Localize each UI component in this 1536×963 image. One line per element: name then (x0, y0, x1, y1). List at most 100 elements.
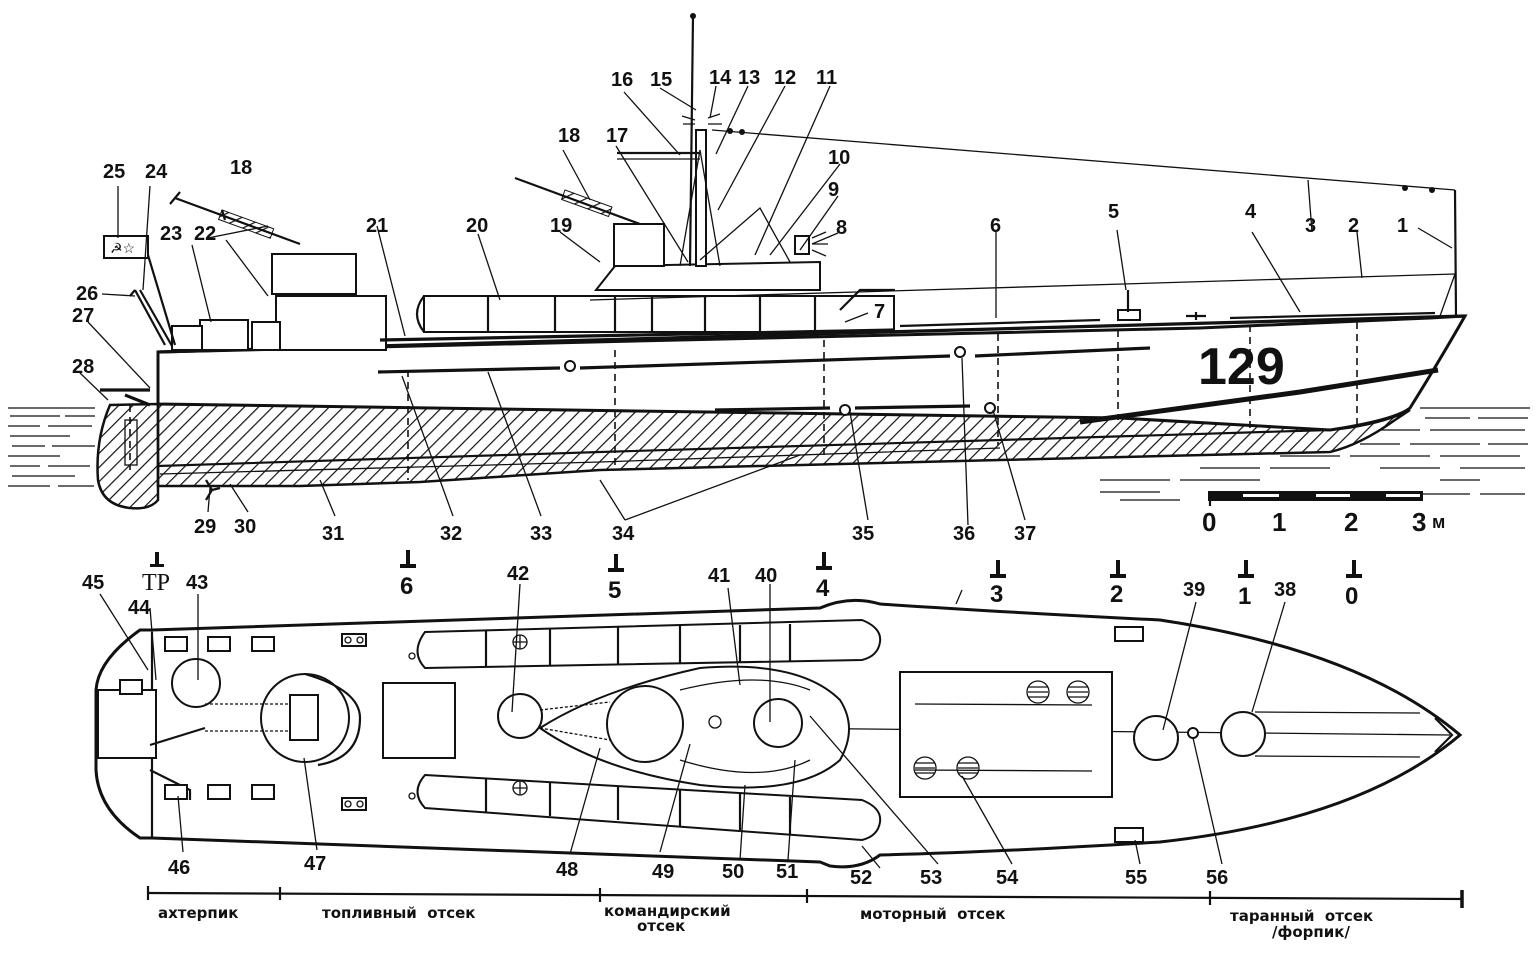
callout-50: 50 (722, 861, 744, 883)
callout-28: 28 (72, 356, 94, 378)
frame-marker-2: 2 (1110, 560, 1126, 608)
callout-48: 48 (556, 859, 578, 881)
flag (103, 235, 149, 259)
flagstaff (143, 244, 177, 346)
callout-4: 4 (1245, 201, 1257, 223)
antenna-wire (711, 129, 1456, 191)
callout-25: 25 (103, 161, 125, 183)
callout-10: 10 (828, 147, 850, 169)
jackstaff (1453, 189, 1458, 317)
ventilator-56 (1187, 727, 1199, 739)
aft-gun-mount (271, 253, 357, 295)
callout-43: 43 (186, 572, 208, 594)
callout-20: 20 (466, 215, 488, 237)
callout-56: 56 (1206, 867, 1228, 889)
frame-marker-6: 6 (400, 550, 416, 600)
hatch-42 (497, 693, 543, 739)
fwd-turret (606, 685, 684, 763)
side-view: 129 ☭☆ (96, 13, 1468, 510)
frame-marker-tr: ТР (142, 552, 170, 596)
callout-3: 3 (1305, 215, 1316, 237)
svg-text:3: 3 (990, 581, 1003, 608)
propeller (205, 479, 221, 501)
frame-marker-4: 4 (816, 552, 832, 602)
svg-text:2: 2 (1110, 581, 1123, 608)
callout-34: 34 (612, 523, 635, 545)
torpedo-side (423, 295, 895, 333)
hatch-40 (753, 698, 803, 748)
radio-mast (688, 14, 695, 267)
callout-54: 54 (996, 867, 1019, 889)
plan-view (94, 598, 1463, 869)
callout-51: 51 (776, 861, 798, 883)
scale-unit: м (1432, 512, 1445, 532)
compartment-fuel: топливный отсек (322, 904, 475, 922)
callout-5: 5 (1108, 201, 1119, 223)
callout-15: 15 (650, 69, 672, 91)
callout-52: 52 (850, 867, 872, 889)
svg-text:5: 5 (608, 577, 621, 604)
callout-19: 19 (550, 215, 572, 237)
torpedo-tube-starboard (408, 773, 882, 842)
callout-24: 24 (145, 161, 168, 183)
callout-45: 45 (82, 572, 104, 594)
callout-12: 12 (774, 67, 796, 89)
callout-26: 26 (76, 283, 98, 305)
scale-tick-0: 0 (1202, 507, 1216, 537)
callout-36: 36 (953, 523, 975, 545)
callout-40: 40 (755, 565, 777, 587)
callout-11: 11 (816, 67, 837, 89)
compartment-aft-peak: ахтерпик (158, 904, 238, 922)
compartment-command-line2: отсек (637, 917, 685, 935)
callout-47: 47 (304, 853, 326, 875)
compartment-bar: ахтерпик топливный отсек командирский от… (146, 886, 1464, 941)
callout-9: 9 (828, 179, 839, 201)
hull-number: 129 (1198, 338, 1285, 396)
callout-29: 29 (194, 516, 216, 538)
scale-tick-3: 3 (1412, 507, 1426, 537)
callout-33: 33 (530, 523, 552, 545)
frame-marker-1: 1 (1238, 560, 1254, 610)
water-surface (8, 407, 1530, 501)
callout-49: 49 (652, 861, 674, 883)
compartment-command-line1: командирский (604, 902, 731, 920)
svg-text:1: 1 (1238, 583, 1251, 610)
frame-marker-0: 0 (1345, 560, 1362, 610)
callout-16: 16 (611, 69, 633, 91)
callout-1: 1 (1397, 215, 1408, 237)
frame-marker-5: 5 (608, 554, 624, 604)
callout-46: 46 (168, 857, 190, 879)
scale-tick-1: 1 (1272, 507, 1286, 537)
frame-markers: ТР 6 5 4 3 2 1 0 (142, 550, 1362, 610)
callout-8: 8 (836, 217, 847, 239)
side-leaders (79, 85, 1453, 526)
frame-marker-3: 3 (990, 560, 1006, 608)
callout-18-fwd: 18 (558, 125, 580, 147)
callout-18-aft: 18 (230, 157, 252, 179)
callout-27: 27 (72, 305, 94, 327)
callout-32: 32 (440, 523, 462, 545)
callout-21: 21 (366, 215, 388, 237)
callout-53: 53 (920, 867, 942, 889)
torpedo-tube-port (408, 618, 882, 670)
callout-38: 38 (1274, 579, 1296, 601)
callout-31: 31 (322, 523, 344, 545)
callout-22: 22 (194, 223, 216, 245)
engine-room-skylight (899, 671, 1113, 798)
hatch-43 (171, 658, 221, 708)
callout-7: 7 (874, 301, 885, 323)
wheelhouse (593, 260, 821, 291)
callout-35: 35 (852, 523, 874, 545)
callout-39: 39 (1183, 579, 1205, 601)
plan-callouts: 38 39 40 41 42 43 44 45 46 47 48 49 50 5… (82, 563, 1296, 889)
compartment-engine: моторный отсек (860, 905, 1005, 923)
callout-44: 44 (128, 597, 151, 619)
callout-23: 23 (160, 223, 182, 245)
callout-30: 30 (234, 516, 256, 538)
compartment-forepeak-line2: /форпик/ (1272, 923, 1350, 941)
compartment-forepeak-line1: таранный отсек (1230, 907, 1373, 925)
searchlight (794, 235, 810, 255)
callout-37: 37 (1014, 523, 1036, 545)
callout-42: 42 (507, 563, 529, 585)
